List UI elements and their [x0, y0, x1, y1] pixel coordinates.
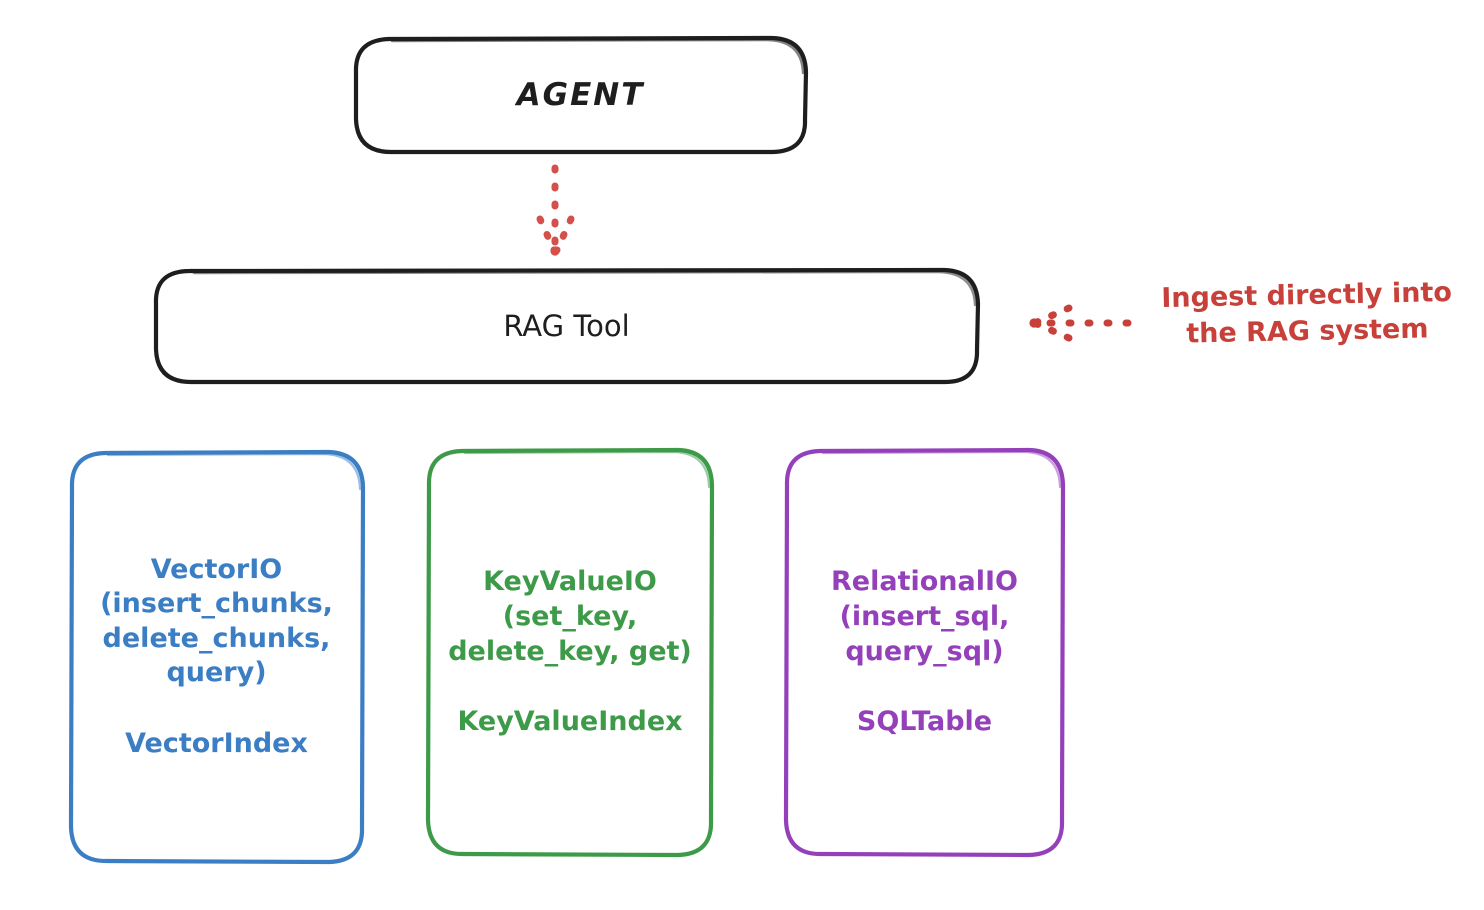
agent-node-shape[interactable]: [353, 35, 809, 155]
vector-io-node-shape[interactable]: [68, 449, 366, 865]
key-value-io-node-shape[interactable]: [425, 447, 715, 858]
ingest-to-rag-tool-arrow: [1029, 304, 1132, 342]
rag-tool-node-shape[interactable]: [153, 267, 981, 385]
relational-io-node-shape[interactable]: [783, 447, 1066, 858]
ingest-annotation-label: Ingest directly into the RAG system: [1161, 276, 1453, 350]
agent-to-rag-tool-arrow: [536, 164, 575, 256]
